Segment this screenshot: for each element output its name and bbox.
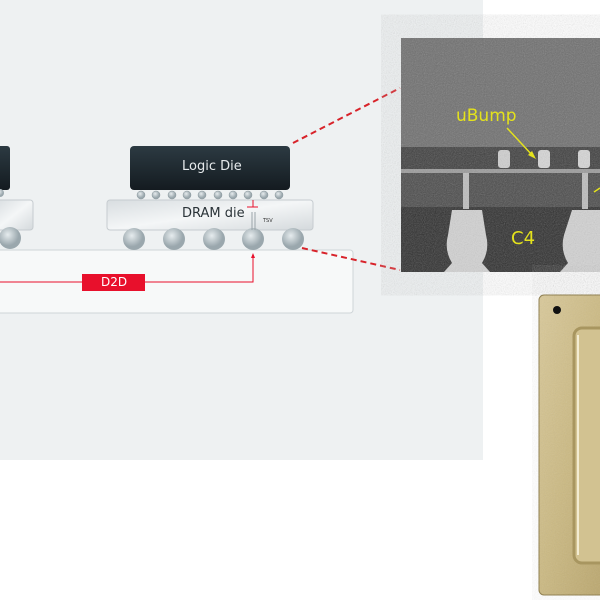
logic-die: [130, 146, 290, 190]
d2d-signal-path: [0, 257, 254, 283]
arrow-icon: [528, 151, 536, 159]
d2d-label: D2D: [101, 275, 128, 289]
tsv: [247, 200, 258, 230]
logic-die-label: Logic Die: [182, 159, 242, 174]
ubump-label: uBump: [456, 106, 517, 126]
micro-bumps: [136, 190, 284, 200]
dram-die-label: DRAM die: [182, 206, 245, 221]
c4-bumps: [123, 228, 304, 250]
d2d-box: [82, 274, 145, 291]
arrow-up-icon: [251, 253, 255, 258]
left-chip-stack: [0, 146, 34, 249]
c4-label: C4: [511, 228, 536, 249]
callout-line-bottom: [301, 247, 401, 271]
callout-line-top: [292, 87, 401, 144]
ubump-arrow: [506, 127, 534, 157]
tsv-label: TSV: [263, 218, 273, 224]
sem-cross-section-image: [401, 38, 600, 272]
tsv-arrow: [593, 187, 600, 193]
hbm-package-photo: [538, 294, 600, 596]
